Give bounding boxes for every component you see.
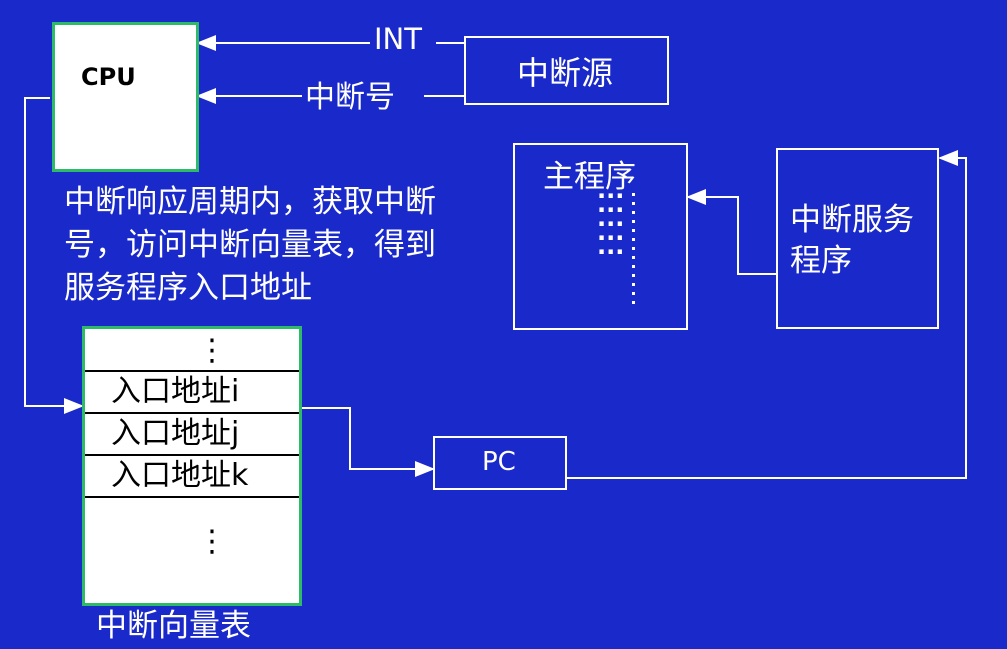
interrupt-source-box: 中断源 <box>464 36 669 105</box>
pc-to-service-line <box>567 150 967 479</box>
table-ellipsis-bottom: ⋮ <box>197 524 227 559</box>
service-to-main-line <box>686 189 776 275</box>
service-routine-label: 中断服务 程序 <box>790 202 914 279</box>
vector-number-label: 中断号 <box>302 72 398 116</box>
code-dots-rail <box>632 193 635 309</box>
cpu-to-table-line <box>24 97 84 414</box>
pc-box: PC <box>433 436 567 490</box>
vector-table-caption: 中断向量表 <box>96 608 251 644</box>
int-signal-label: INT <box>371 22 425 56</box>
table-row-k: 入口地址k <box>85 454 299 496</box>
table-row-j: 入口地址j <box>85 412 299 454</box>
table-row-divider <box>85 496 299 498</box>
table-row-i: 入口地址i <box>85 370 299 412</box>
main-program-box: 主程序 ··· ··· ··· ··· ··· <box>513 143 688 330</box>
interrupt-source-label: 中断源 <box>517 54 614 92</box>
description-text: 中断响应周期内，获取中断 号，访问中断向量表，得到 服务程序入口地址 <box>64 184 436 306</box>
service-routine-box: 中断服务 程序 <box>776 148 939 329</box>
cpu-box: CPU <box>52 22 199 172</box>
cpu-label: CPU <box>81 63 136 91</box>
code-dots-icon: ··· ··· ··· ··· ··· <box>597 182 625 266</box>
table-ellipsis-top: ⋮ <box>197 333 227 368</box>
pc-label: PC <box>482 447 516 477</box>
main-program-label: 主程序 <box>543 159 636 195</box>
table-to-pc-line <box>300 407 435 477</box>
vector-table: ⋮ 入口地址i 入口地址j 入口地址k ⋮ <box>82 326 302 606</box>
